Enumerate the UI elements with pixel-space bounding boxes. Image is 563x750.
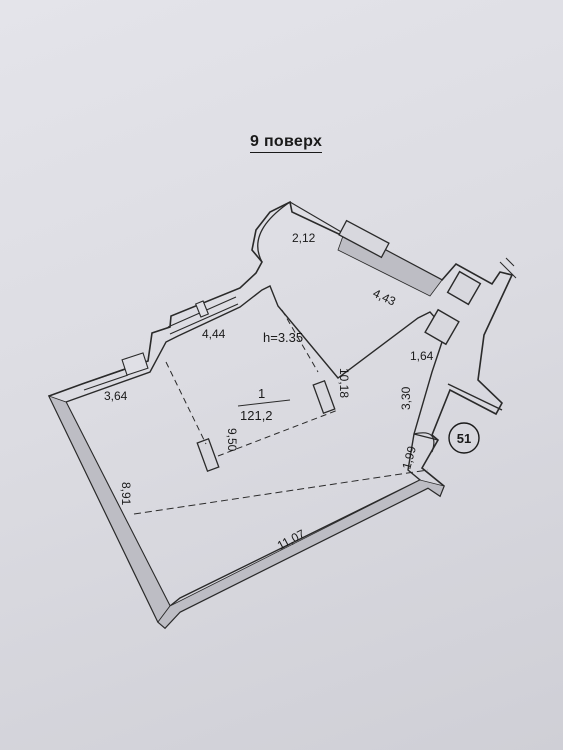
- door-leaf: [413, 433, 439, 441]
- door-swing: [413, 432, 435, 453]
- labels: 2,12 4,43 4,44 3,64 h=3.35 10,18 1 121,2…: [104, 231, 434, 553]
- dim-10-18: 10,18: [337, 368, 351, 398]
- column-left: [196, 438, 220, 472]
- wall-band-left: [48, 395, 171, 623]
- dim-1-64: 1,64: [410, 349, 434, 363]
- columns: [196, 380, 336, 472]
- balcony-rail: [289, 201, 344, 234]
- apartment-circle: [448, 422, 480, 454]
- room-area: 121,2: [240, 408, 273, 423]
- dim-line-8-91: [133, 469, 429, 515]
- room-number: 1: [258, 386, 265, 401]
- wall-inner-line: [65, 285, 447, 608]
- apartment-number: 51: [457, 431, 471, 446]
- floor-title: 9 поверх: [250, 133, 323, 153]
- dim-line-vert-right: [281, 309, 319, 373]
- dim-line-9-50: [217, 409, 339, 457]
- dim-1-99: 1,99: [399, 444, 419, 470]
- balcony-block: [338, 219, 390, 259]
- area-fraction-line: [237, 399, 291, 407]
- outer-walls: [47, 200, 514, 630]
- shaft-lower: [424, 308, 460, 346]
- dim-2-12: 2,12: [292, 231, 316, 245]
- wall-outline: [47, 200, 514, 630]
- dim-line-vert-left: [165, 361, 207, 445]
- apartment-marker: 51: [448, 422, 480, 454]
- door: [413, 432, 439, 453]
- window-pier-2: [121, 352, 149, 376]
- wall-stub: [447, 383, 503, 411]
- wall-break-mark: [499, 257, 517, 279]
- dim-8-91: 8,91: [119, 482, 133, 506]
- dim-9-50: 9,50: [225, 428, 239, 452]
- wall-band-bottom: [157, 479, 445, 629]
- room-height: h=3.35: [263, 330, 303, 345]
- balcony-curve: [257, 201, 291, 263]
- dim-4-44: 4,44: [202, 327, 226, 341]
- dim-3-64: 3,64: [104, 389, 128, 403]
- dim-4-43: 4,43: [371, 286, 398, 309]
- window-left: [81, 368, 129, 391]
- shaft-upper: [446, 270, 482, 306]
- column-right: [312, 380, 336, 414]
- shafts: [424, 257, 517, 411]
- window-pier-1: [194, 300, 210, 318]
- balcony-arc: [257, 201, 390, 263]
- dimension-lines: [133, 309, 429, 515]
- windows: [81, 296, 239, 391]
- dim-3-30: 3,30: [399, 386, 413, 410]
